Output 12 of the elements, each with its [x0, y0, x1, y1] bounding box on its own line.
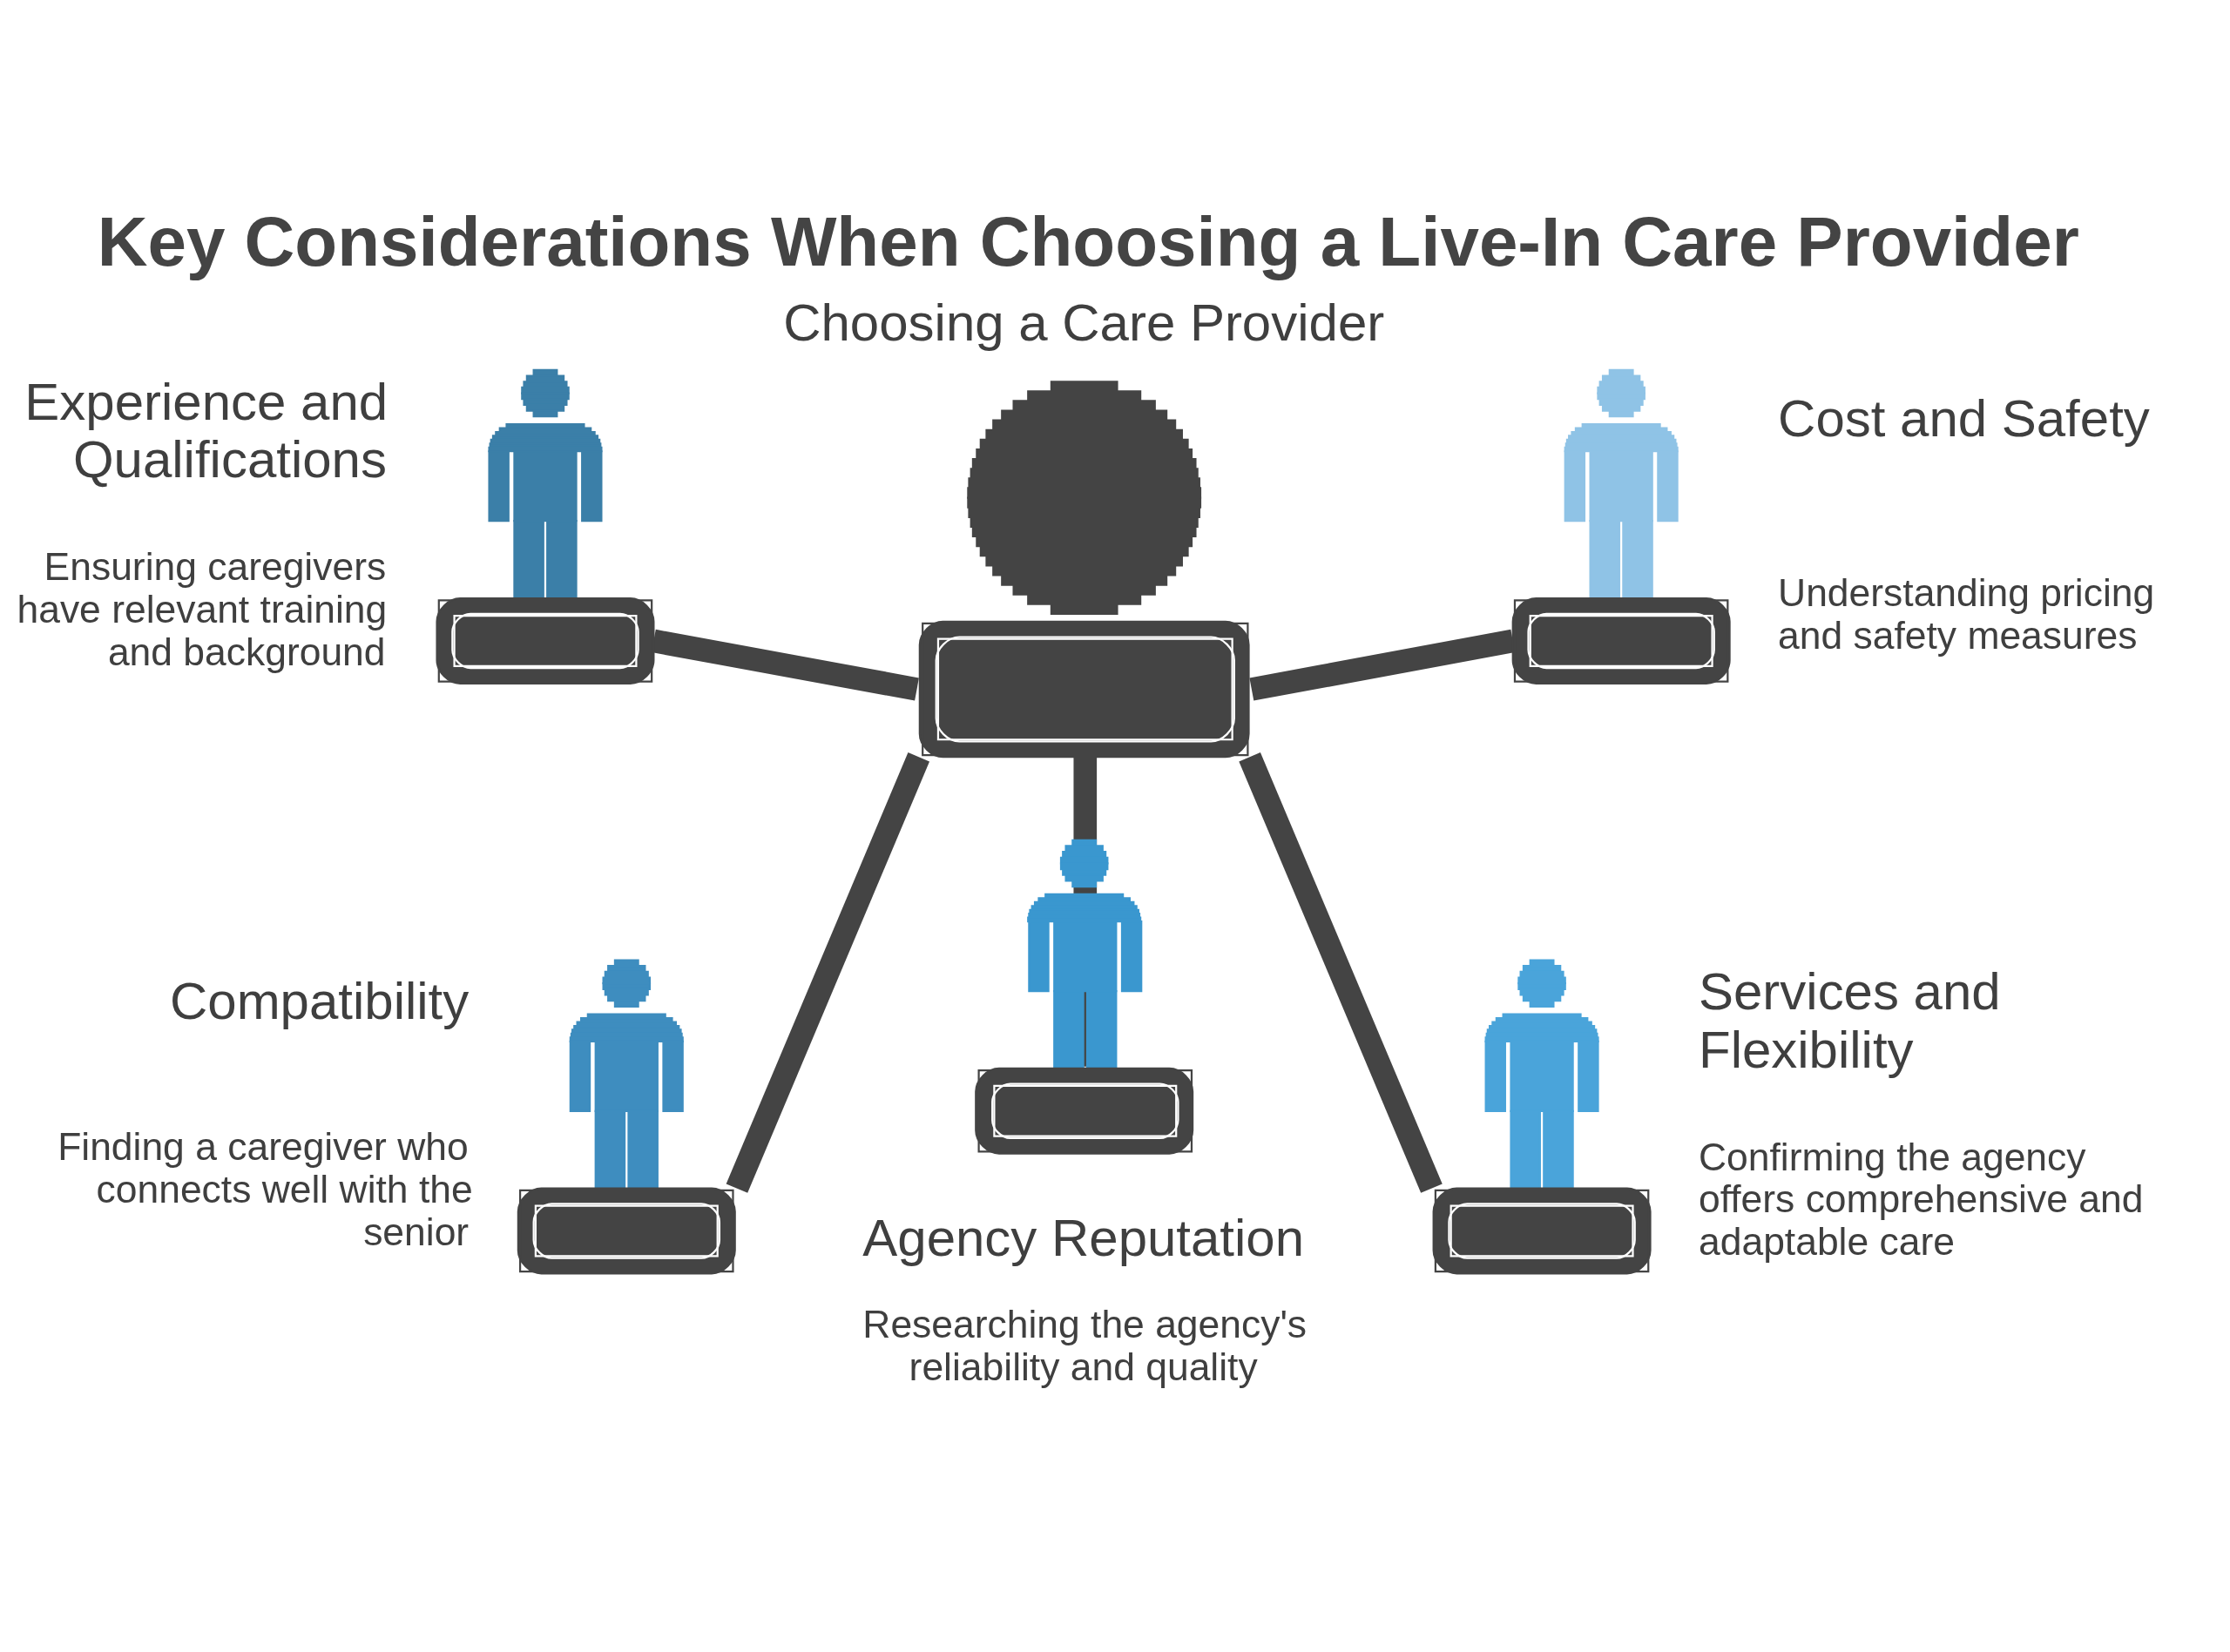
node-label: Compatibility	[170, 971, 470, 1030]
node-label: Cost and Safety	[1778, 388, 2150, 448]
node-label: Finding a caregiver who connects well with the senior	[57, 1124, 473, 1253]
diagram-title: Key Considerations When Choosing a Live-In Care Provider	[97, 202, 2079, 280]
node-label: Choosing a Care Provider	[783, 293, 1385, 352]
node-label: Ensuring caregivers have relevant training and background	[17, 544, 388, 673]
node-label: Understanding pricing and safety measures	[1778, 570, 2155, 657]
node-label: Researching the agency's reliability and quality	[862, 1302, 1308, 1388]
node-label: Agency Reputation	[862, 1208, 1305, 1267]
node-label: Confirming the agency offers comprehensive and adaptable care	[1699, 1135, 2144, 1263]
node-label: Experience and Qualifications	[24, 372, 389, 489]
node-label: Services and Flexibility	[1699, 961, 2001, 1079]
